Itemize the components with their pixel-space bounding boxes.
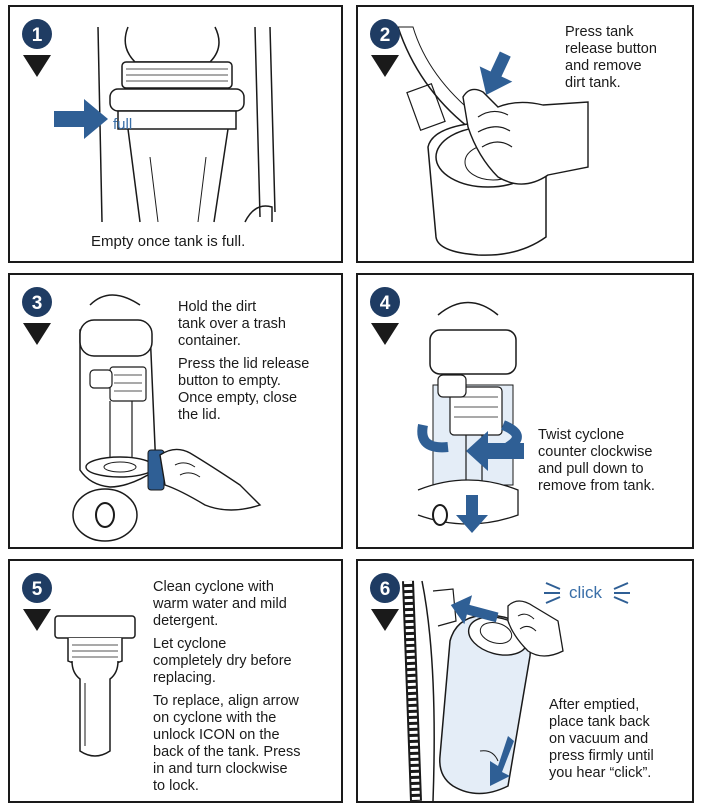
empty-tank-illustration (72, 294, 262, 542)
step-panel-6: click 6 After emptied, place tank back o… (356, 559, 694, 803)
step-panel-3: 3 Hold the dirt tank over a trash contai… (8, 273, 343, 549)
click-sound-label: click (569, 583, 603, 602)
step-number: 5 (32, 579, 43, 600)
step-1-caption: Empty once tank is full. (91, 233, 246, 250)
remove-tank-illustration (397, 26, 589, 256)
step-3-paragraph-2: Press the lid release button to empty. O… (178, 356, 310, 423)
step-3-caption: Hold the dirt tank over a trash containe… (178, 299, 309, 430)
step-6-caption: After emptied, place tank back on vacuum… (549, 697, 654, 781)
step-number: 3 (32, 293, 43, 314)
step-number: 1 (32, 25, 43, 46)
step-5-paragraph-2: Let cyclone completely dry before replac… (153, 636, 292, 686)
step-5-caption: Clean cyclone with warm water and mild d… (153, 579, 301, 801)
step-badge-2: 2 (368, 17, 402, 77)
step-badge-5: 5 (20, 571, 54, 631)
step-number: 2 (380, 25, 391, 46)
step-panel-1: full 1 Empty once tank is full. (8, 5, 343, 263)
step-badge-6: 6 (368, 571, 402, 631)
step-panel-4: 4 Twist cyclone counter clockwise and pu… (356, 273, 694, 549)
tank-full-illustration (54, 26, 276, 223)
step-panel-5: 5 Clean cyclone with warm water and mild… (8, 559, 343, 803)
cyclone-illustration (54, 615, 136, 757)
full-label: full (113, 116, 133, 133)
step-panel-2: 2 Press tank release button and remove d… (356, 5, 694, 263)
step-badge-4: 4 (368, 285, 402, 345)
reattach-tank-illustration (402, 580, 630, 801)
step-3-paragraph-1: Hold the dirt tank over a trash containe… (178, 299, 286, 349)
step-number: 4 (380, 293, 391, 314)
step-5-paragraph-3: To replace, align arrow on cyclone with … (153, 693, 301, 794)
twist-cyclone-illustration (417, 301, 524, 533)
step-4-caption: Twist cyclone counter clockwise and pull… (538, 427, 655, 494)
step-2-caption: Press tank release button and remove dir… (565, 24, 657, 91)
step-number: 6 (380, 579, 391, 600)
step-badge-3: 3 (20, 285, 54, 345)
step-badge-1: 1 (20, 17, 54, 77)
step-5-paragraph-1: Clean cyclone with warm water and mild d… (153, 579, 287, 629)
